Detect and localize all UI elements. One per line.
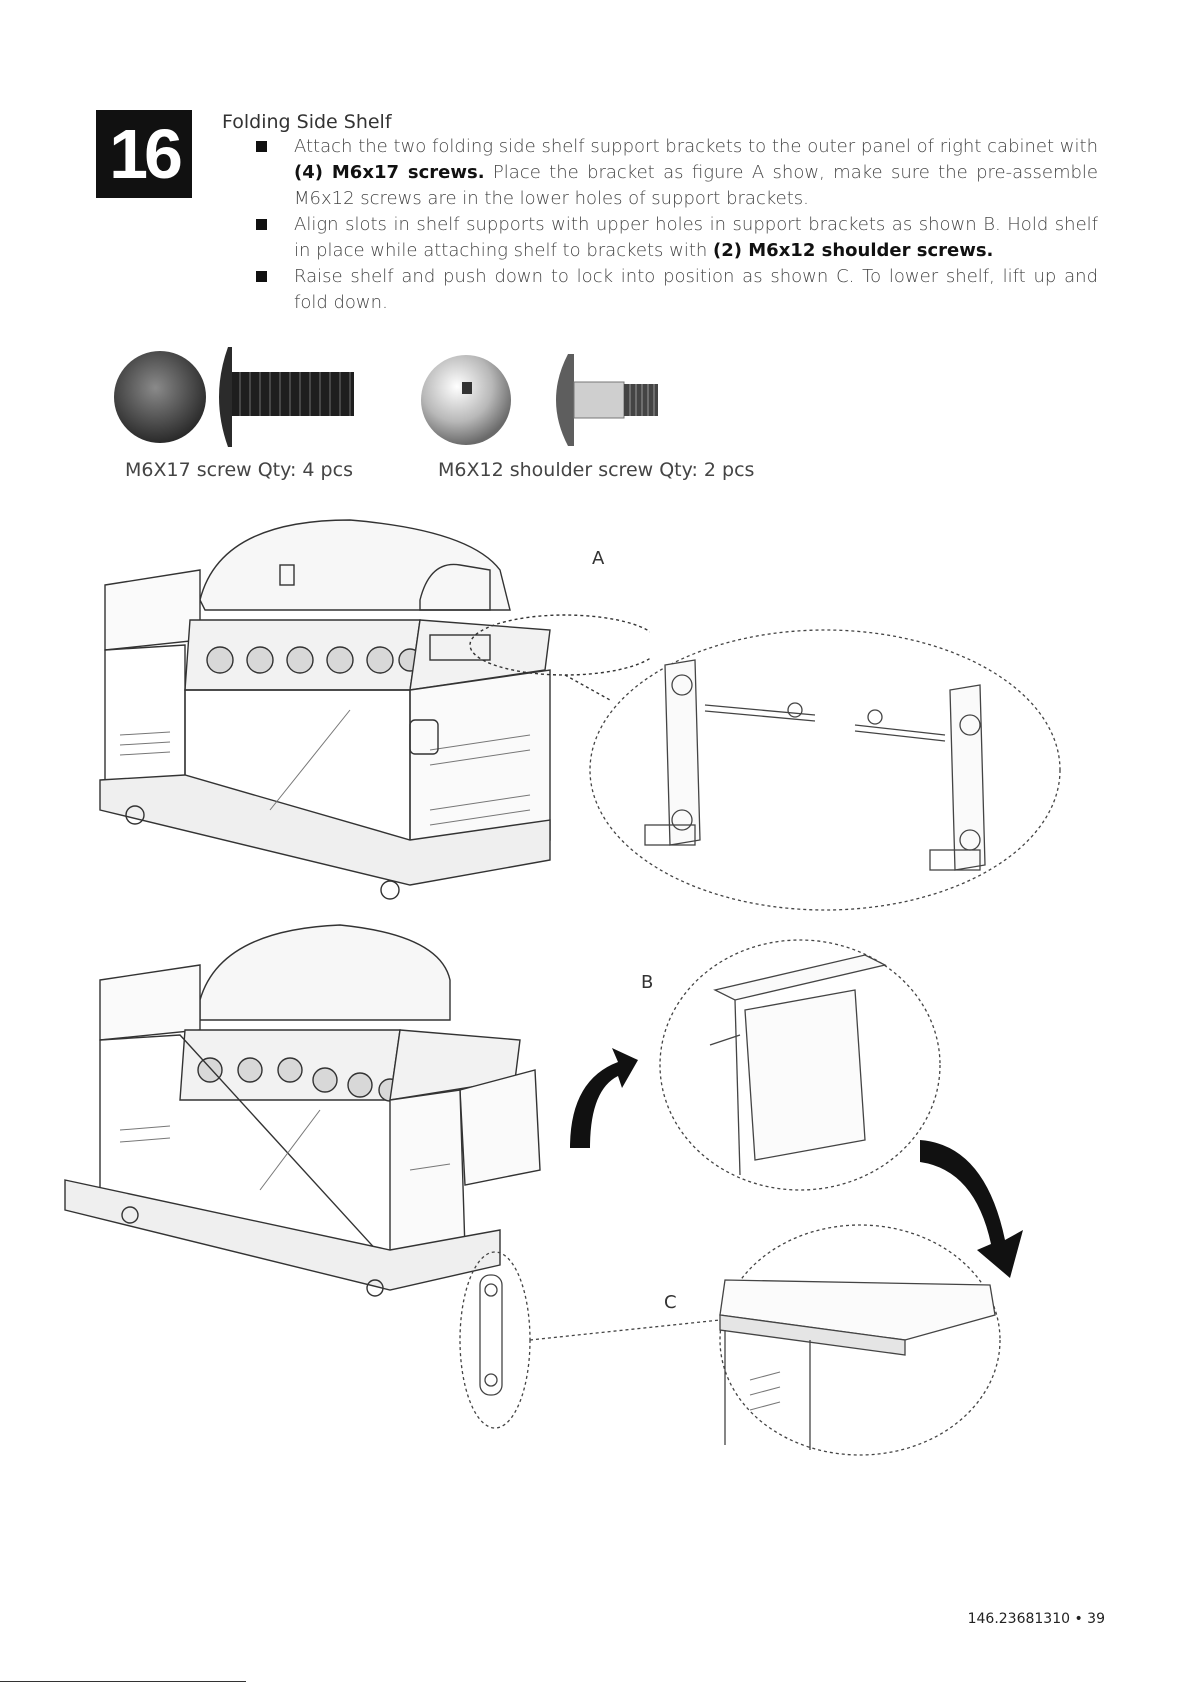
bullet-square-icon — [256, 141, 267, 152]
bracket-detail-a — [589, 629, 1061, 911]
screw-thread — [232, 372, 354, 416]
shelf-detail-b — [659, 939, 941, 1191]
shelf-panel-folded — [744, 989, 866, 1161]
instruction-emphasis: (2) M6x12 shoulder screws. — [713, 240, 994, 261]
footer-rule — [0, 1681, 246, 1682]
grill-lid — [199, 519, 511, 611]
left-side-shelf — [104, 569, 201, 651]
folded-side-shelf — [459, 1069, 541, 1186]
support-bracket-left — [664, 659, 701, 846]
instruction-emphasis: (4) M6x17 screws. — [294, 162, 485, 183]
right-side-burner — [409, 619, 551, 691]
caster-wheel — [366, 1279, 384, 1297]
grill-base — [99, 774, 551, 886]
caster-wheel — [121, 1206, 139, 1224]
step-number-badge: 16 — [96, 110, 192, 198]
shoulder-screw-head-side-view — [556, 354, 574, 446]
support-bracket-right — [949, 684, 986, 871]
instruction-item: Align slots in shelf supports with upper… — [256, 212, 1098, 264]
instruction-text: Raise shelf and push down to lock into p… — [294, 266, 1098, 313]
instruction-item: Attach the two folding side shelf suppor… — [256, 134, 1098, 212]
m6x17-screw-caption: M6X17 screw Qty: 4 pcs — [125, 459, 353, 481]
raise-arrow — [570, 1048, 638, 1148]
left-cabinet — [104, 644, 186, 781]
figure-a-label: A — [592, 548, 605, 569]
shoulder-screw-head-top-view — [421, 355, 511, 445]
control-knobs — [206, 646, 422, 674]
bullet-square-icon — [256, 219, 267, 230]
instruction-list: Attach the two folding side shelf suppor… — [256, 134, 1098, 316]
locked-shelf-detail-c — [459, 1224, 1001, 1456]
figure-c-label: C — [664, 1292, 677, 1313]
caster-wheel — [125, 805, 145, 825]
grill-lid — [199, 924, 451, 1021]
m6x12-shoulder-screw-illustration — [421, 354, 658, 446]
shoulder-screw-thread — [624, 384, 658, 416]
instruction-item: Raise shelf and push down to lock into p… — [256, 264, 1098, 316]
instruction-text: Align slots in shelf supports with upper… — [294, 214, 1098, 261]
shelf-panel-raised — [719, 1279, 996, 1341]
instruction-text: Attach the two folding side shelf suppor… — [294, 136, 1098, 157]
shoulder-screw-shank — [573, 381, 625, 419]
caster-wheel — [380, 880, 400, 900]
left-side-shelf — [99, 964, 201, 1041]
page-number: 146.23681310 • 39 — [967, 1611, 1105, 1627]
lock-detail-circle — [459, 1251, 531, 1429]
bullet-square-icon — [256, 271, 267, 282]
step-title: Folding Side Shelf — [222, 111, 392, 133]
m6x17-screw-illustration — [114, 347, 354, 447]
m6x12-screw-caption: M6X12 shoulder screw Qty: 2 pcs — [438, 459, 755, 481]
control-knobs — [197, 1057, 402, 1102]
screw-head-side-view — [219, 347, 232, 447]
grill-figure-a — [99, 519, 650, 900]
lower-arrow — [920, 1140, 1023, 1278]
grill-figure-b — [64, 924, 541, 1297]
figure-b-label: B — [641, 972, 654, 993]
screw-head-top-view — [114, 351, 206, 443]
grill-base — [64, 1179, 501, 1291]
instruction-text: Place the bracket as figure A show, make… — [294, 162, 1098, 209]
